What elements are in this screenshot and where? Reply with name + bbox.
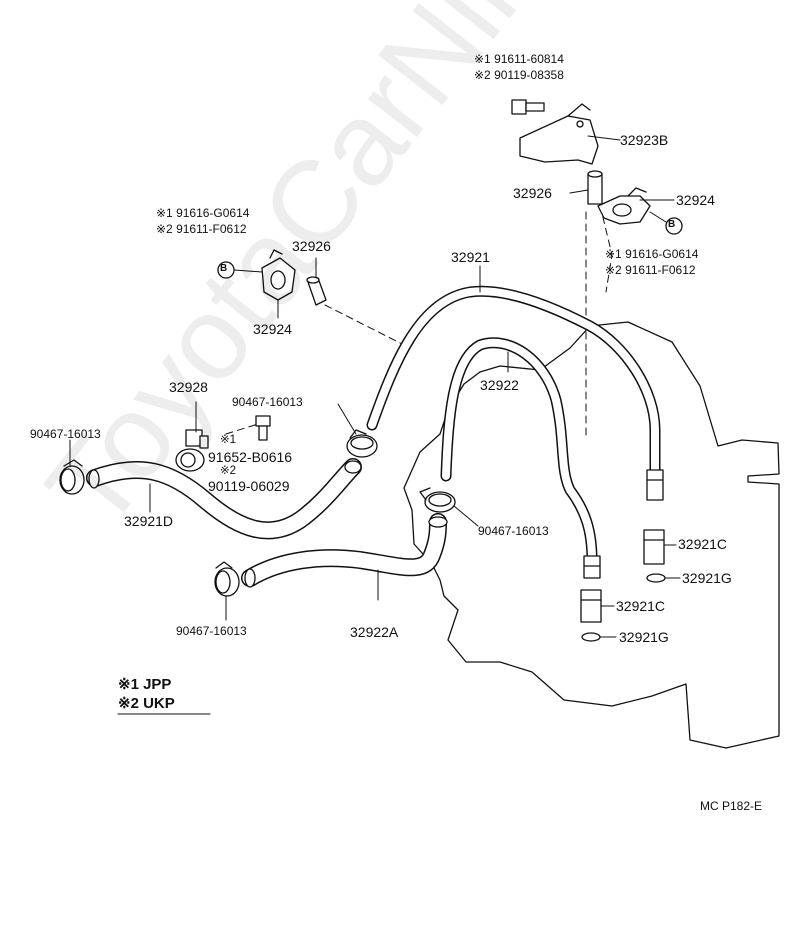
label-32921C-b: 32921C	[616, 598, 666, 614]
ref-b-right: B	[668, 219, 676, 230]
hose-32921D-inner	[87, 459, 361, 538]
leader-clip-mid	[453, 505, 479, 527]
leader-b-right-solid	[649, 211, 667, 223]
note-right-1: ※1 91616-G0614	[605, 247, 699, 261]
mark-2: ※2	[220, 465, 237, 477]
ref-b-circle-right	[665, 217, 683, 235]
leader-32923B	[587, 135, 621, 141]
connector-32921C-a	[643, 529, 665, 565]
hose-32922A-inner	[242, 514, 446, 586]
hose-end-32921D-right	[344, 460, 362, 474]
hose-end-32922A-left	[244, 568, 256, 588]
label-32921: 32921	[451, 249, 490, 265]
mark-1: ※1	[220, 434, 237, 446]
note-top-2: ※2 90119-08358	[474, 68, 564, 82]
bolt-1-label: 91652-B0616	[208, 449, 293, 465]
ref-b-left: B	[220, 263, 228, 274]
hose-end-32922A-top	[428, 516, 448, 528]
label-32922: 32922	[480, 377, 519, 393]
leader-32926-left	[324, 304, 411, 349]
bolt-91611	[511, 99, 545, 115]
label-32924-left: 32924	[253, 321, 292, 337]
label-32921G-a: 32921G	[682, 570, 732, 586]
bracket-32923B	[519, 103, 599, 165]
pipe-32922-inner	[442, 338, 596, 564]
label-32921G-b: 32921G	[619, 629, 669, 645]
fitting-32921-end	[646, 469, 664, 501]
hose-end-32921D-left	[88, 469, 100, 489]
leader-clip-top	[225, 423, 259, 435]
figure-code: MC P182-E	[700, 799, 763, 813]
label-32928: 32928	[169, 379, 208, 395]
label-32922A: 32922A	[350, 624, 399, 640]
connector-32921C-b	[580, 589, 602, 623]
bolt-91652	[255, 415, 271, 441]
clip-left	[59, 459, 85, 495]
note-right-2: ※2 91611-F0612	[605, 263, 696, 277]
clip-bottom	[214, 561, 240, 597]
gasket-32921G-a	[646, 573, 666, 583]
note-left-1: ※1 91616-G0614	[156, 206, 250, 220]
fitting-32922-end	[583, 555, 601, 579]
clip-mid	[419, 487, 456, 513]
bracket-32924-left	[261, 249, 296, 301]
legend-2: ※2 UKP	[118, 695, 175, 712]
leader-b-left	[233, 269, 263, 273]
label-32921D: 32921D	[124, 513, 174, 529]
clip-bottom-label: 90467-16013	[176, 624, 247, 638]
clip-left-label: 90467-16013	[30, 427, 101, 441]
bolt-2-label: 90119-06029	[208, 478, 290, 494]
label-32926-right: 32926	[513, 185, 552, 201]
leader-clip-top-solid	[337, 403, 357, 435]
label-32924-right: 32924	[676, 192, 715, 208]
pipe-32921-inner	[368, 287, 659, 474]
sleeve-32926-right	[587, 170, 603, 205]
note-left-2: ※2 91611-F0612	[156, 222, 247, 236]
label-32923B: 32923B	[620, 132, 669, 148]
leader-b-right	[599, 204, 613, 293]
leader-32926-r	[569, 189, 589, 194]
clamp-32928	[175, 429, 209, 472]
legend-1: ※1 JPP	[118, 676, 172, 693]
sleeve-32926-left	[306, 276, 327, 306]
label-32926-left: 32926	[292, 238, 331, 254]
clip-top-label: 90467-16013	[232, 395, 303, 409]
note-top-1: ※1 91611-60814	[474, 52, 564, 66]
clip-top	[346, 429, 378, 458]
label-32921C-a: 32921C	[678, 536, 728, 552]
bracket-32924-right	[597, 187, 651, 225]
gasket-32921G-b	[581, 632, 601, 642]
clip-mid-label: 90467-16013	[478, 524, 549, 538]
